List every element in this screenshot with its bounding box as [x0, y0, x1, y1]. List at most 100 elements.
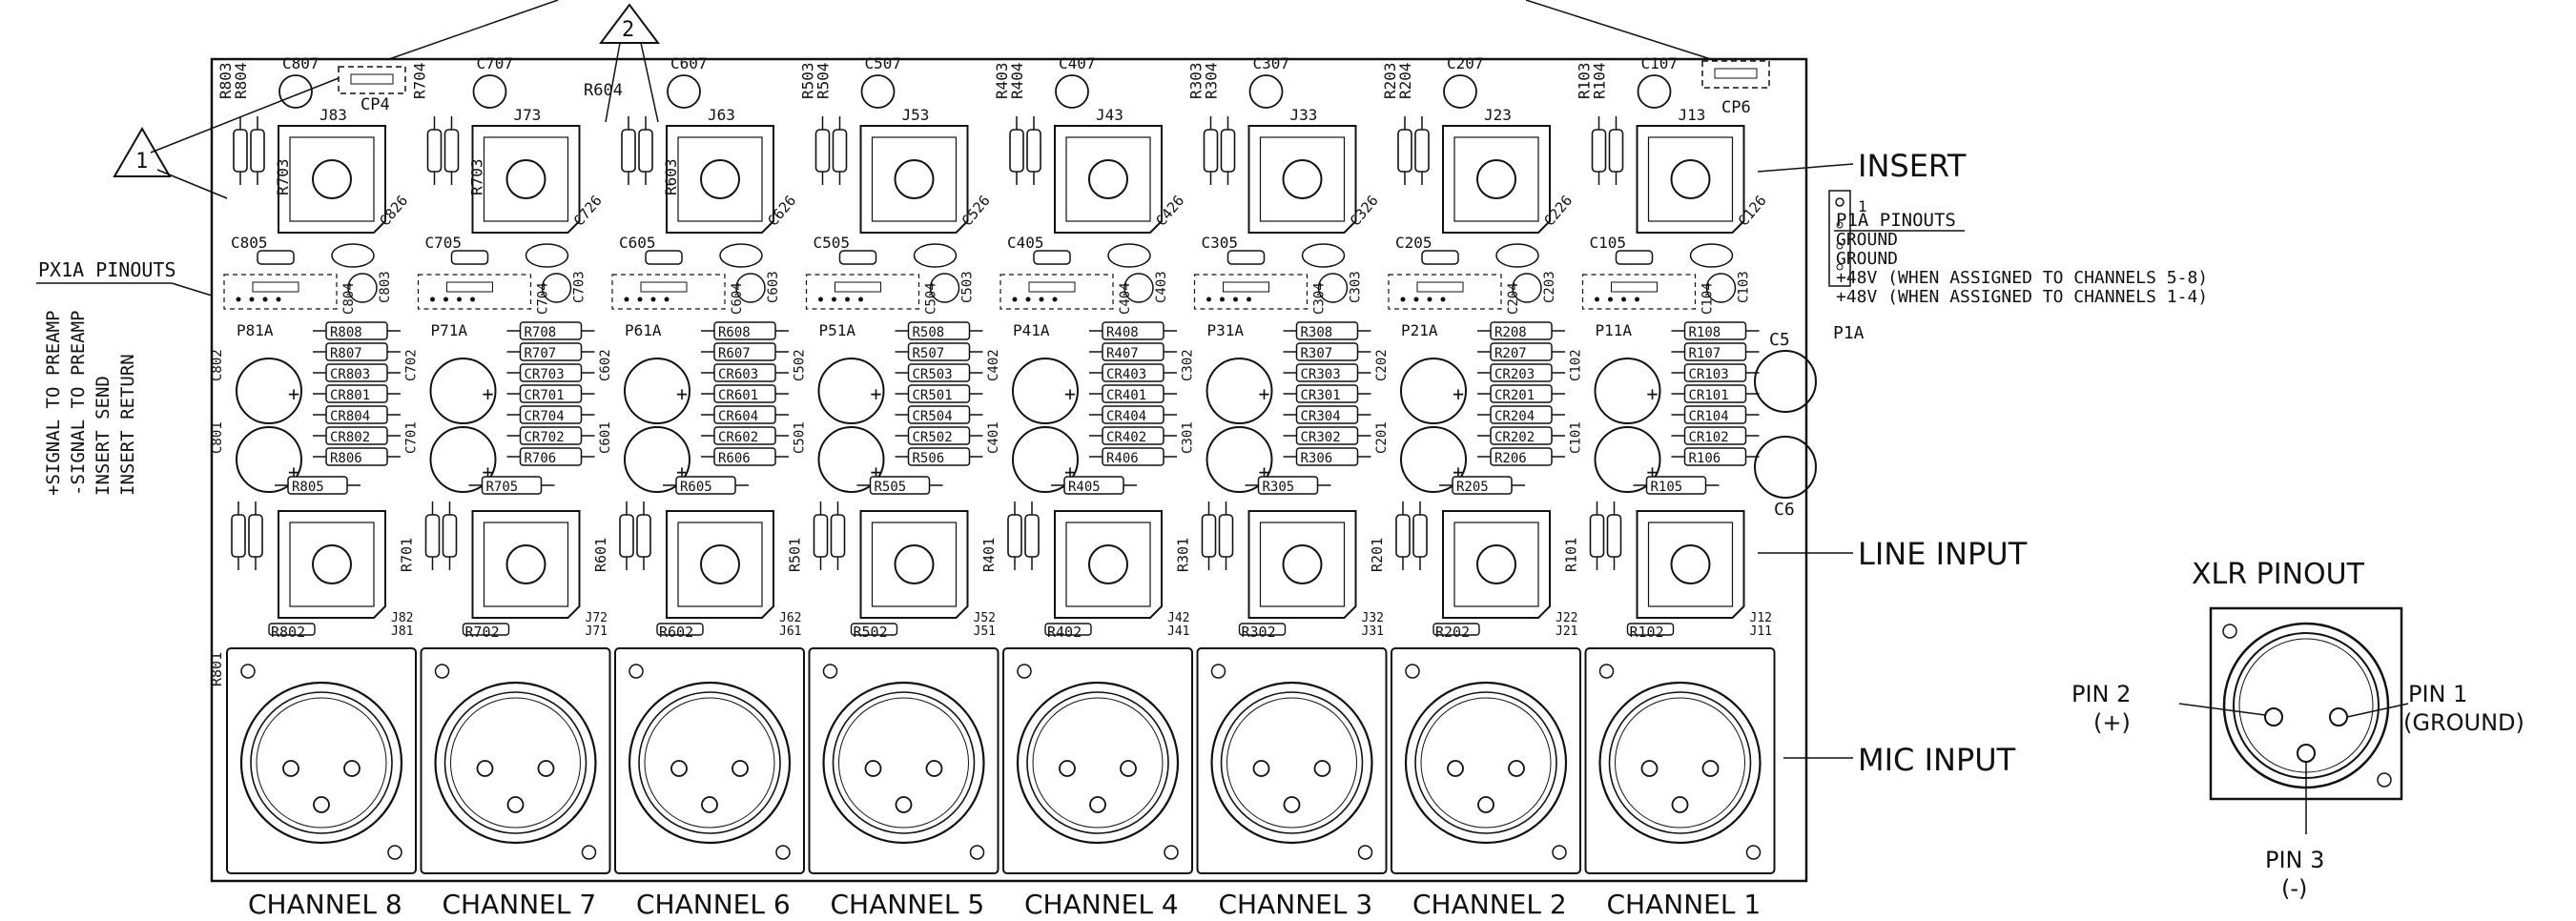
line-jack-5: [859, 510, 969, 619]
rtop-label: R304: [1203, 62, 1221, 99]
line-jack-label: J21: [1556, 624, 1577, 639]
rtop-label: R204: [1396, 62, 1414, 99]
line-jack-label: J42: [1167, 611, 1189, 625]
ladder-label: CR703: [525, 367, 565, 382]
ladder-label: CR802: [330, 430, 370, 445]
ladder-label: CR403: [1106, 367, 1146, 382]
line-jack-2: [1442, 510, 1551, 619]
ladder-label: R505: [875, 480, 907, 495]
insert-jack-7: [471, 125, 581, 234]
ladder-label: CR104: [1689, 409, 1729, 424]
px1a-line-1: +SIGNAL TO PREAMP: [43, 311, 64, 496]
board-outline: [210, 57, 1808, 883]
c-mid-label: C604: [730, 282, 745, 315]
mic-xlr-3: [1196, 647, 1388, 874]
line-side-label: R201: [1369, 538, 1386, 572]
rside-label: R603: [662, 158, 680, 195]
channel-label-2: CHANNEL 2: [1412, 889, 1567, 920]
line-input-label: LINE INPUT: [1858, 536, 2028, 572]
px1a-title: PX1A PINOUTS: [38, 258, 176, 281]
line-jack-4: [1054, 510, 1163, 619]
insert-jack-3: [1247, 125, 1357, 234]
line-res-label: R602: [659, 624, 693, 641]
rside-label: R703: [274, 158, 292, 195]
c-el-label: C802: [210, 349, 225, 381]
ladder-label: CR701: [525, 388, 565, 403]
c-el-label: C601: [598, 421, 613, 454]
p1a-pinouts: P1A PINOUTS GROUND GROUND +48V (WHEN ASS…: [1834, 210, 2208, 307]
line-res-label: R102: [1630, 624, 1664, 641]
insert-jack-label: J23: [1484, 106, 1512, 124]
line-input-label-group: LINE INPUT: [1758, 536, 2028, 572]
c-el-label: C502: [793, 349, 808, 381]
channel-label-1: CHANNEL 1: [1607, 889, 1762, 920]
px1a-line-4: INSERT RETURN: [117, 354, 138, 496]
c-mid-label: C804: [341, 282, 357, 315]
insert-label-group: INSERT: [1757, 148, 1967, 184]
ladder-label: R205: [1456, 480, 1489, 495]
c-el-label: C402: [986, 349, 1001, 381]
c-mid-label: C304: [1312, 282, 1328, 315]
xlr-pinout-title: XLR PINOUT: [2192, 558, 2365, 591]
ladder-label: R307: [1301, 346, 1333, 361]
ladder-label: CR401: [1106, 388, 1146, 403]
ladder-label: R808: [330, 325, 362, 340]
ladder-label: R406: [1106, 451, 1139, 466]
ladder-label: R506: [913, 451, 945, 466]
cap-C407: [1055, 74, 1089, 109]
px1a-pinouts: PX1A PINOUTS +SIGNAL TO PREAMP-SIGNAL TO…: [36, 258, 213, 496]
c-el-label: C101: [1569, 421, 1584, 454]
c-mid-label: C603: [766, 271, 781, 303]
ladder-label: CR601: [718, 388, 758, 403]
line-side-label: R401: [980, 538, 998, 572]
ladder-label: R405: [1068, 480, 1101, 495]
line-jack-label: J81: [391, 624, 413, 639]
connector-label: P11A: [1596, 321, 1633, 339]
c-small-label: C705: [425, 234, 463, 252]
callout-2-number: 2: [622, 18, 634, 42]
cap-C807: [278, 74, 313, 109]
polarity-mark: +: [1647, 382, 1659, 405]
p1a-line-4: +48V (WHEN ASSIGNED TO CHANNELS 1-4): [1836, 287, 2208, 307]
c-el-label: C702: [404, 349, 420, 381]
px1a-line-3: INSERT SEND: [93, 376, 113, 496]
mic-xlr-2: [1391, 647, 1581, 874]
rtop-label: R303: [1187, 62, 1206, 99]
polarity-mark: +: [676, 382, 688, 405]
rtop-label: R803: [216, 62, 235, 99]
c-el-label: C201: [1374, 421, 1390, 454]
c6-label: C6: [1774, 500, 1795, 520]
line-jack-label: J62: [779, 611, 801, 625]
c6-capacitor: C6: [1754, 436, 1817, 520]
channel-label-4: CHANNEL 4: [1024, 889, 1179, 920]
cp4-label: CP4: [361, 95, 390, 114]
mic-xlr-1: [1584, 647, 1776, 874]
ladder-label: CR702: [525, 430, 565, 445]
line-jack-label: J51: [974, 624, 996, 639]
line-jack-8: [278, 510, 386, 619]
insert-jack-5: [859, 125, 969, 234]
polarity-mark: +: [1259, 382, 1270, 405]
line-jack-6: [666, 510, 774, 619]
insert-jack-label: J33: [1290, 106, 1318, 124]
ladder-label: CR604: [718, 409, 758, 424]
ladder-label: CR204: [1494, 409, 1535, 424]
cp4-jumper: CP4: [338, 66, 406, 114]
cap-top-label: C607: [670, 54, 708, 72]
connector-label: P31A: [1207, 321, 1245, 339]
rtop-label: R104: [1591, 62, 1609, 99]
cap-C207: [1443, 74, 1477, 109]
pin1-sub: (GROUND): [2403, 709, 2524, 736]
polarity-mark: +: [1453, 382, 1464, 405]
c-el-label: C401: [986, 421, 1001, 454]
callout-1: 1: [113, 77, 340, 199]
mic-xlr-5: [808, 647, 999, 874]
rtop-label: R503: [799, 62, 817, 99]
